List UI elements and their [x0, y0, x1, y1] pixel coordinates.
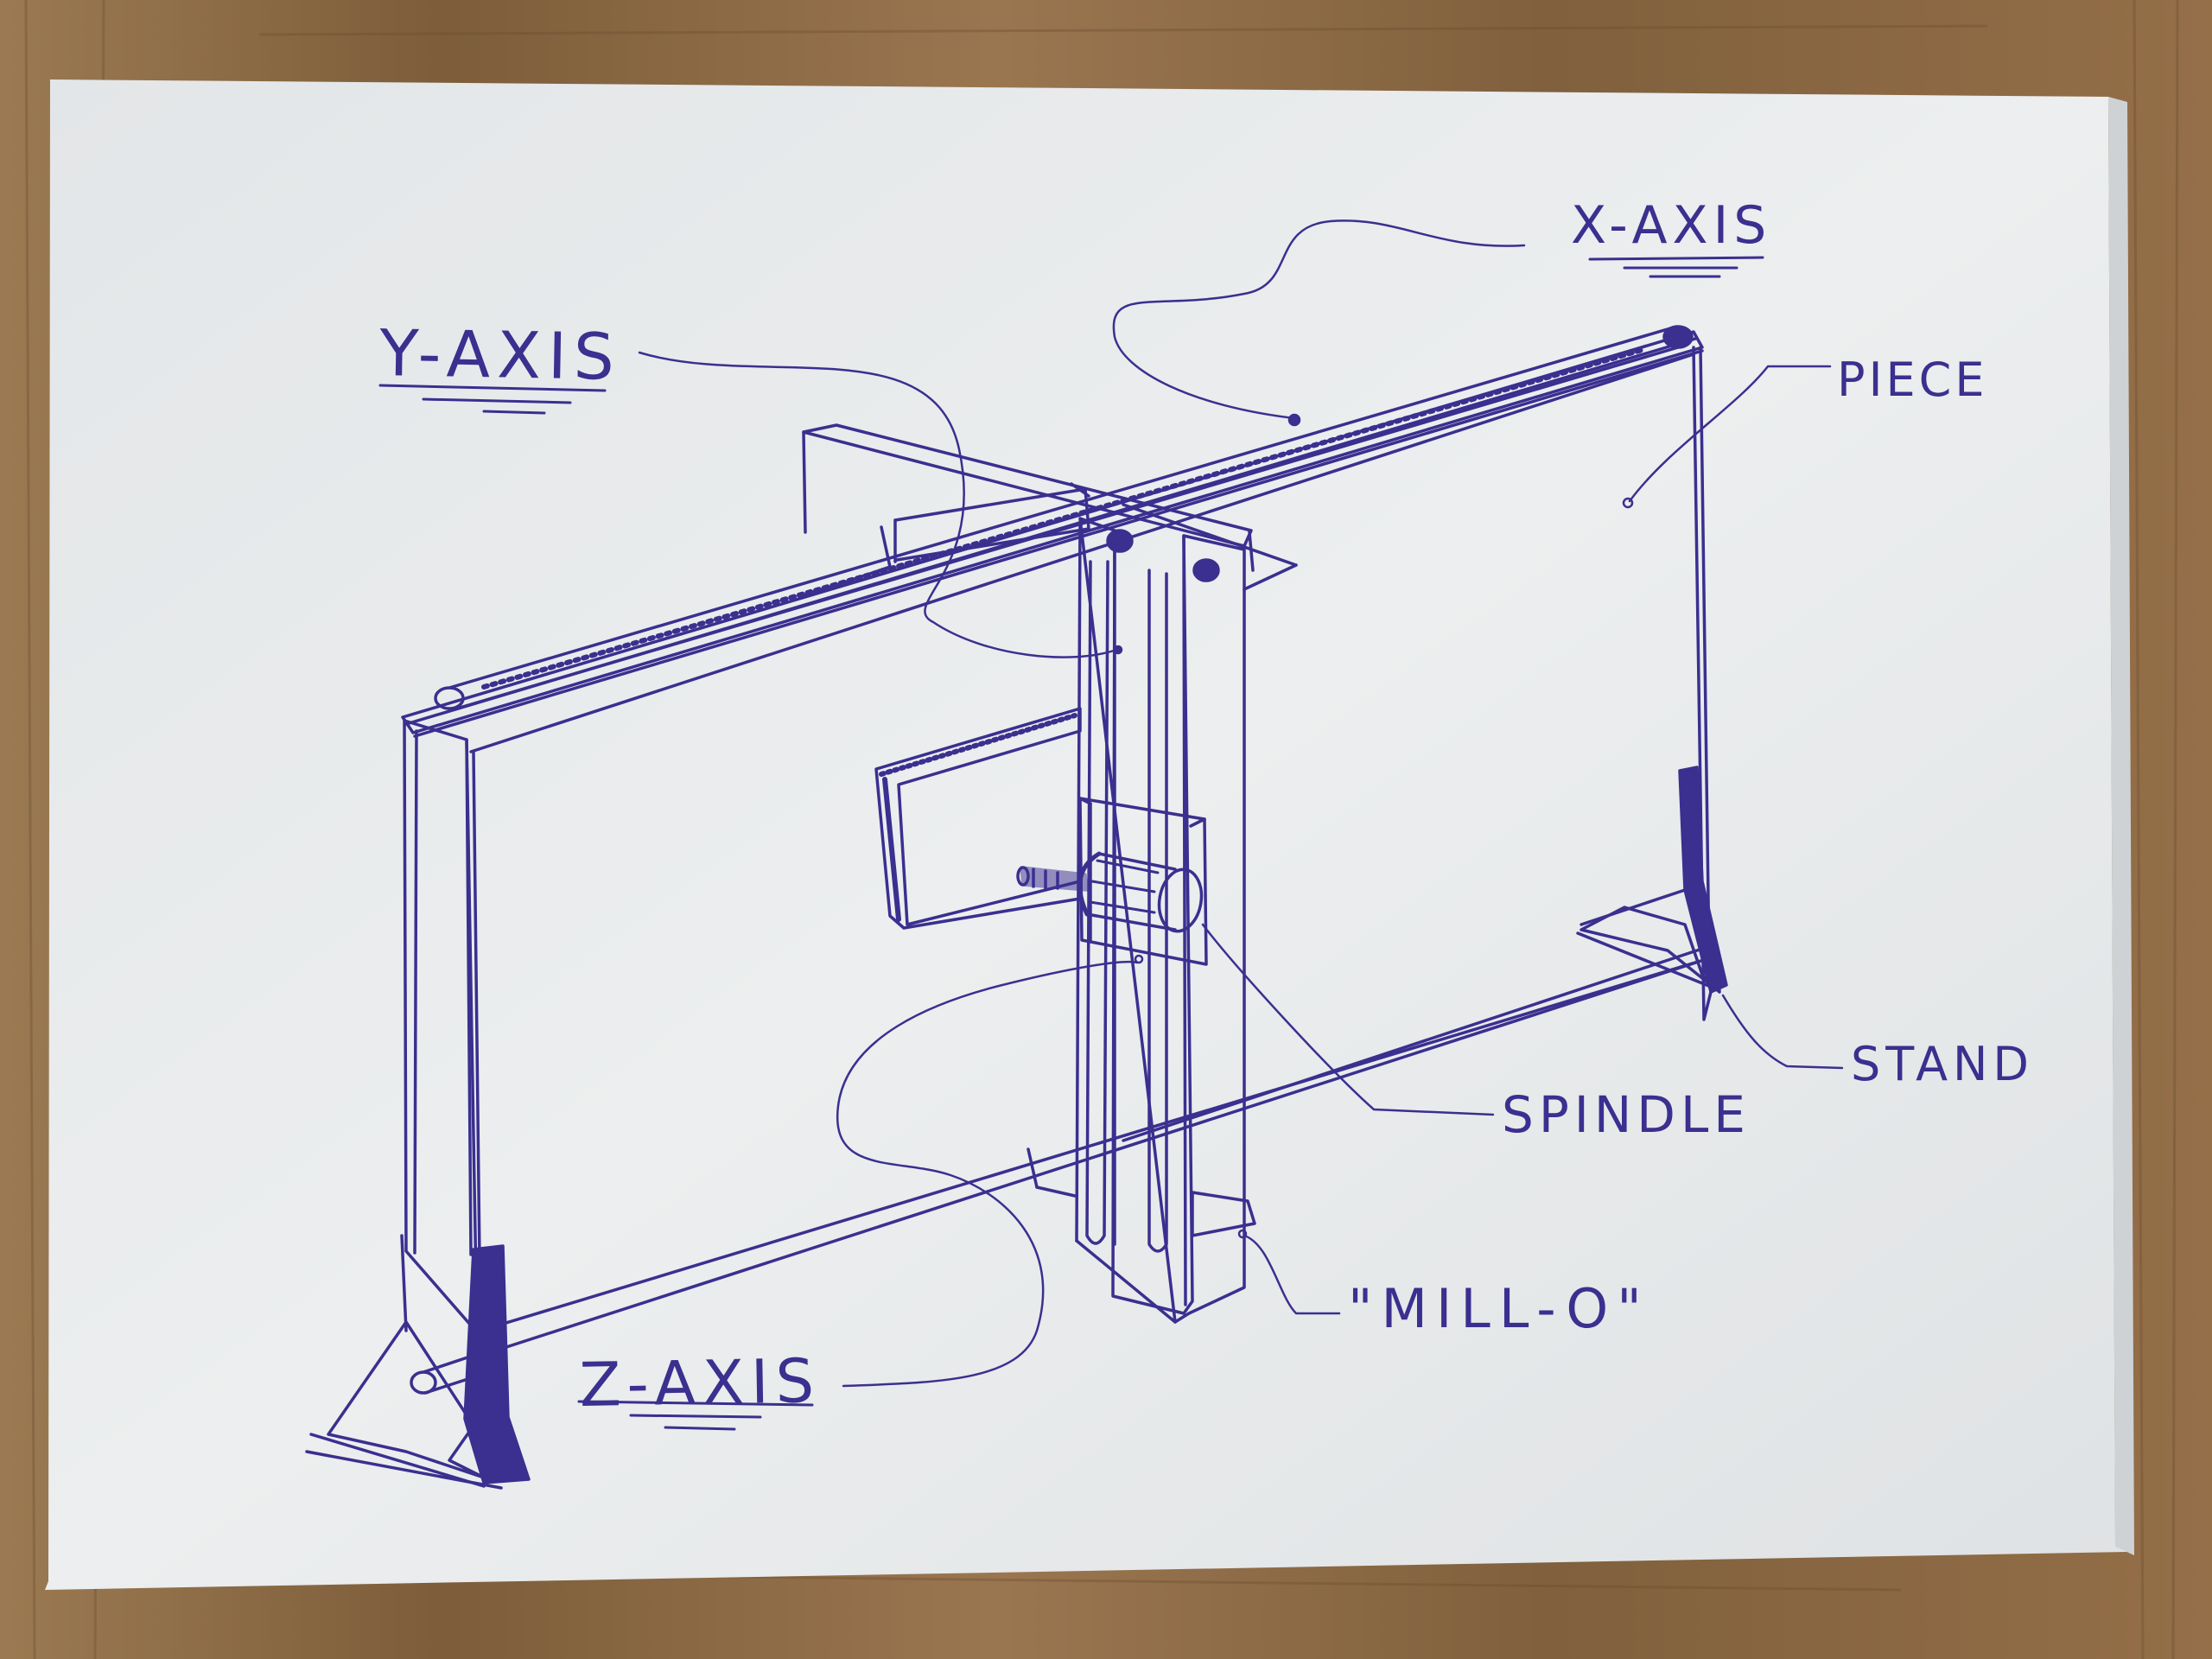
x-axis-label: X-AXIS — [1571, 195, 1771, 256]
stand-label: STAND — [1851, 1037, 2034, 1091]
mill-o-label: "MILL-O" — [1348, 1277, 1650, 1340]
z-axis-label: Z-AXIS — [579, 1345, 822, 1421]
piece-label: PIECE — [1837, 353, 1987, 407]
spindle-label: SPINDLE — [1502, 1085, 1751, 1144]
y-axis-label: Y-AXIS — [378, 316, 621, 395]
paper-sheet — [45, 79, 2127, 1590]
